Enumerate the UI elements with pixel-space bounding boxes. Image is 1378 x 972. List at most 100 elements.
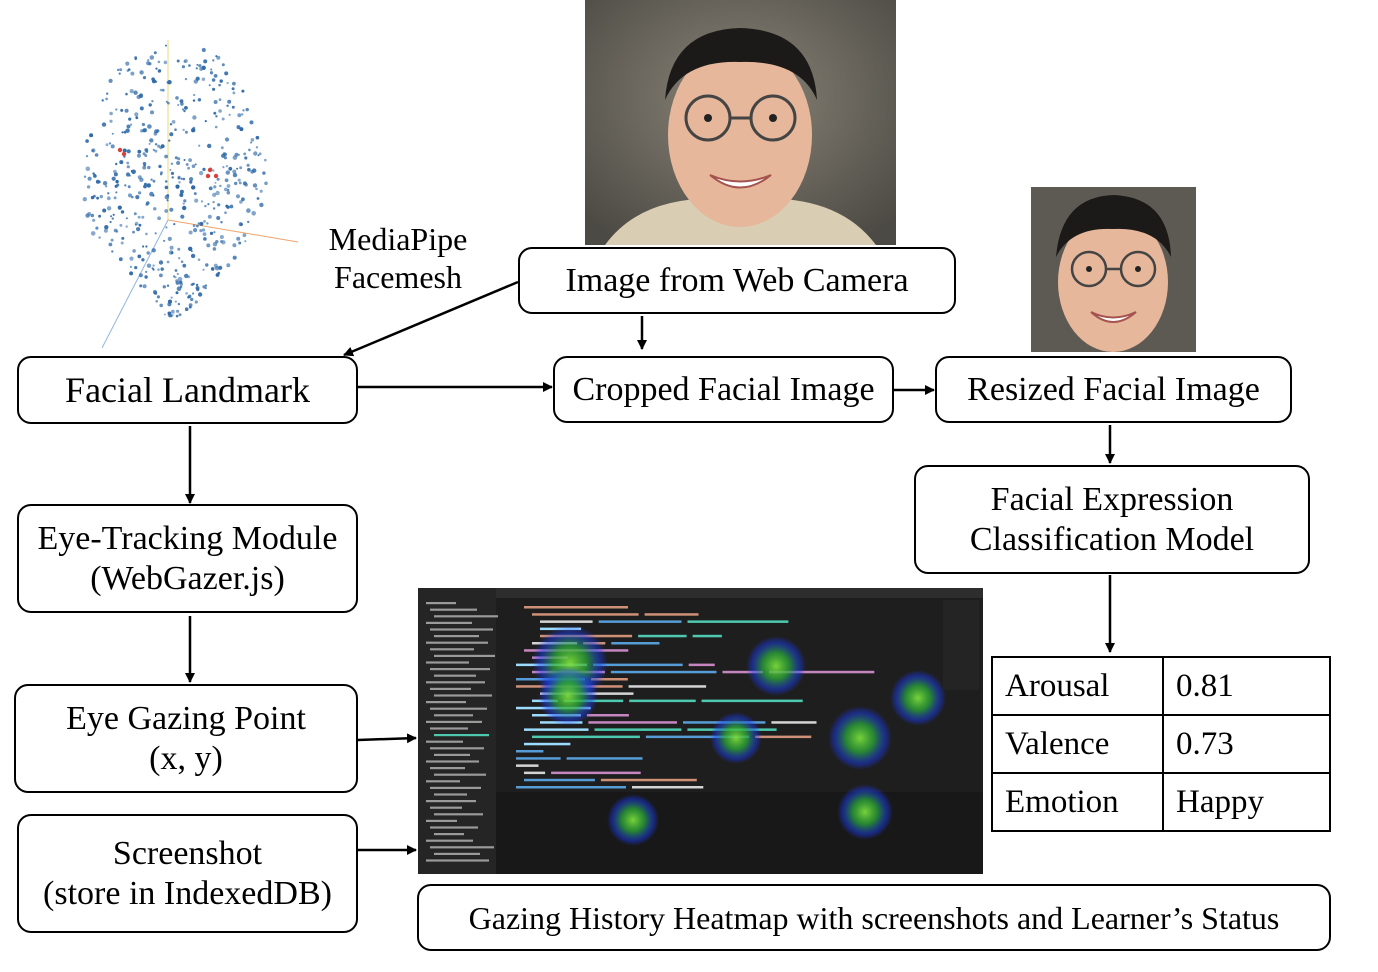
mesh-dot [182, 263, 187, 268]
mesh-dot [106, 92, 109, 95]
mesh-dot [214, 181, 217, 184]
cropped-image-node: Cropped Facial Image [553, 356, 894, 423]
mesh-dot [212, 200, 215, 204]
mesh-dot [231, 105, 235, 109]
mesh-dot [132, 230, 135, 234]
mesh-dot [179, 193, 184, 197]
resized-image-node: Resized Facial Image [935, 356, 1292, 423]
mesh-dot [211, 78, 216, 82]
code-line [524, 771, 546, 775]
sidebar-file-line [430, 806, 462, 809]
mesh-dot [124, 108, 129, 113]
mesh-dot [126, 165, 130, 169]
mesh-dot [166, 284, 170, 287]
mesh-dot [197, 292, 203, 297]
mesh-dot [147, 124, 152, 129]
mesh-dot [181, 108, 185, 111]
mesh-dot [155, 300, 158, 303]
mesh-dot [168, 139, 171, 142]
mesh-dot [234, 181, 238, 186]
mesh-dot [210, 68, 213, 71]
mesh-dot [161, 88, 165, 92]
mesh-dot [142, 165, 147, 170]
mesh-dot [238, 181, 242, 185]
mesh-dot [192, 224, 196, 228]
mesh-dot [164, 194, 170, 200]
arrow-gaze-to-heatmap [357, 733, 417, 744]
mesh-dot [192, 99, 196, 102]
mesh-dot [255, 135, 260, 140]
mesh-dot [108, 242, 113, 247]
mesh-dot [134, 221, 139, 226]
mesh-dot [133, 212, 137, 216]
code-line [516, 764, 539, 767]
mesh-dot [105, 185, 108, 188]
mesh-dot [154, 143, 158, 146]
mesh-dot [180, 214, 185, 219]
mesh-dot [120, 210, 125, 214]
mesh-dot [130, 123, 133, 126]
mesh-dot [132, 249, 136, 253]
mesh-dot [188, 294, 192, 298]
mesh-dot [242, 109, 245, 112]
mesh-dot [131, 169, 136, 175]
mesh-dot [250, 169, 255, 174]
mesh-dot [126, 124, 131, 129]
mesh-dot [241, 113, 244, 116]
code-line [600, 778, 697, 782]
mesh-dot [235, 194, 241, 199]
mesh-dot [101, 99, 104, 102]
mesh-dot [143, 184, 147, 189]
mesh-dot [176, 161, 181, 165]
sidebar-file-line [430, 707, 487, 710]
mesh-dot [124, 184, 127, 187]
mesh-dot [218, 265, 223, 270]
mesh-dot [203, 59, 208, 64]
mesh-dot [125, 92, 128, 96]
mesh-dot [135, 195, 140, 200]
mesh-dot [110, 238, 114, 242]
mesh-dot [153, 51, 157, 55]
mesh-dot [204, 204, 207, 208]
mesh-dot [174, 300, 177, 303]
mesh-dot [138, 191, 142, 195]
code-line [611, 642, 660, 645]
mesh-dot [121, 236, 125, 240]
mesh-dot [225, 204, 229, 208]
sidebar-file-line [430, 648, 474, 651]
mesh-dot [145, 245, 148, 248]
mesh-dot [129, 265, 132, 268]
mesh-dot [82, 197, 87, 202]
mesh-dot [184, 273, 189, 279]
sidebar-file-line [426, 661, 469, 664]
code-line [687, 620, 789, 623]
mesh-dot [202, 228, 206, 232]
mesh-landmark-dot [207, 167, 213, 173]
mesh-dot [245, 107, 249, 112]
code-line [588, 721, 677, 724]
mesh-dot [174, 269, 178, 272]
mesh-dot [250, 138, 255, 142]
mesh-dot [147, 165, 151, 170]
mesh-dot [113, 169, 117, 174]
mesh-dot [193, 192, 197, 196]
mesh-dot [177, 104, 180, 106]
mesh-dot [99, 194, 103, 199]
mesh-dot [236, 167, 239, 170]
mesh-dot [218, 83, 221, 87]
mesh-dot [208, 84, 211, 87]
screenshot-node: Screenshot (store in IndexedDB) [17, 814, 358, 933]
mesh-dot [213, 111, 217, 115]
mesh-dot [231, 87, 235, 91]
mesh-dot [118, 72, 121, 75]
mesh-dot [169, 168, 172, 171]
mesh-dot [91, 149, 94, 152]
code-line [566, 757, 643, 760]
sidebar-file-line [430, 608, 477, 611]
heat-spot [890, 670, 946, 726]
mesh-dot [232, 172, 238, 178]
mesh-dot [152, 194, 155, 197]
mesh-dot [170, 309, 175, 314]
mesh-dot [202, 268, 205, 271]
mesh-dot [139, 70, 144, 75]
